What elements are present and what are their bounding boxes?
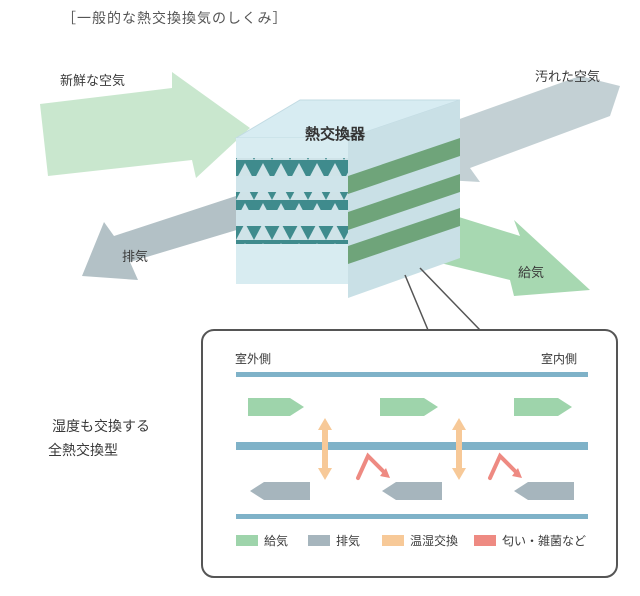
exhaust-arrow	[82, 196, 250, 280]
bottom-plate	[236, 514, 588, 519]
note-line-2: 全熱交換型	[48, 443, 118, 459]
heat-exchanger-label: 熱交換器	[305, 125, 366, 143]
odor-blocked-arrowhead	[512, 468, 522, 478]
exhaust-flow-arrow	[382, 482, 442, 500]
fresh-air-label: 新鮮な空気	[60, 74, 126, 89]
top-plate	[236, 372, 588, 377]
heat-humidity-exchange-arrow	[452, 418, 466, 480]
page-title: ［一般的な熱交換換気のしくみ］	[62, 11, 288, 27]
supply-flow-arrow	[248, 398, 304, 416]
indoor-side-label: 室内側	[541, 352, 578, 366]
legend-swatch	[474, 534, 496, 546]
legend-label: 温湿交換	[410, 533, 459, 548]
odor-blocked-arrow	[356, 452, 386, 480]
dirty-air-arrow	[410, 76, 620, 182]
odor-blocked-arrow	[488, 452, 518, 480]
legend-swatch	[236, 534, 258, 546]
legend-item-exhaust: 排気	[308, 532, 360, 548]
supply-flow-arrow	[380, 398, 438, 416]
dirty-air-label: 汚れた空気	[535, 70, 601, 85]
heat-humidity-exchange-arrow	[318, 418, 332, 480]
exhaust-label: 排気	[122, 250, 149, 265]
heat-exchanger-right-face	[348, 100, 460, 298]
odor-blocked-arrowhead	[380, 468, 390, 478]
legend-item-heat-humidity: 温湿交換	[382, 532, 458, 548]
supply-label: 給気	[518, 266, 545, 281]
fresh-air-arrow	[40, 72, 250, 178]
heat-exchanger-left-face	[236, 138, 348, 284]
legend-label: 排気	[336, 533, 361, 548]
legend-item-supply: 給気	[236, 532, 288, 548]
middle-membrane	[236, 442, 588, 450]
exhaust-flow-arrow	[250, 482, 310, 500]
outdoor-side-label: 室外側	[235, 352, 272, 366]
legend-label: 匂い・雑菌など	[502, 533, 587, 548]
note-line-1: 湿度も交換する	[52, 419, 150, 435]
legend-swatch	[308, 534, 330, 546]
supply-arrow	[420, 208, 590, 296]
exhaust-flow-arrow	[514, 482, 574, 500]
legend-label: 給気	[264, 533, 289, 548]
supply-flow-arrow	[514, 398, 572, 416]
legend-item-odor: 匂い・雑菌など	[474, 532, 586, 548]
legend-swatch	[382, 534, 404, 546]
